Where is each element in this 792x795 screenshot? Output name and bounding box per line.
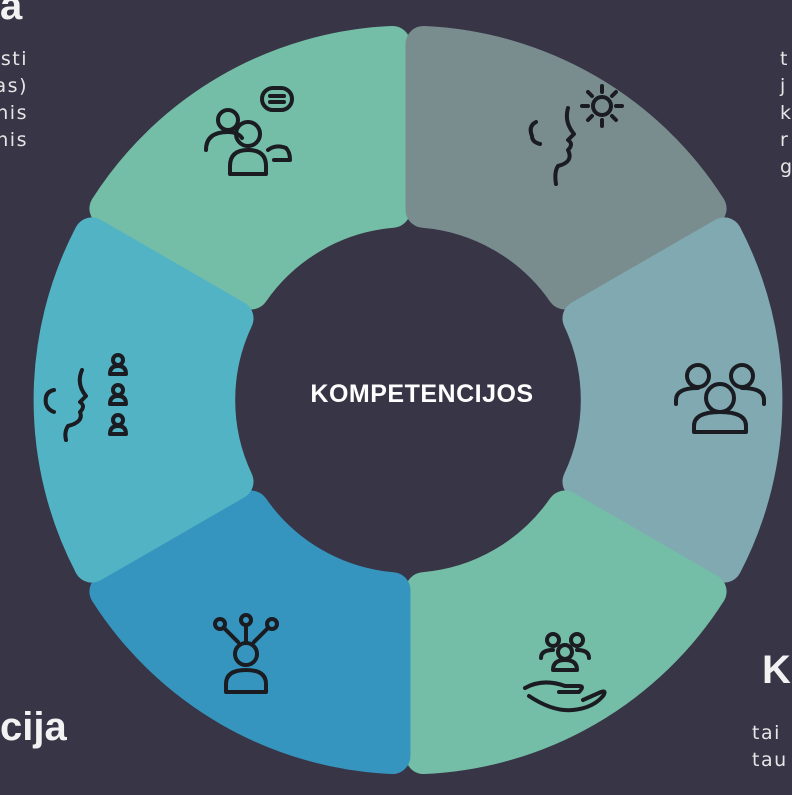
bottom-left-heading: cija: [0, 705, 67, 749]
head-people-icon: [43, 353, 128, 442]
top-left-heading: a: [0, 0, 23, 28]
top-right-line-2: j: [780, 75, 787, 97]
top-right-line-3: k: [780, 102, 792, 124]
top-left-line-2: as): [0, 75, 28, 97]
top-right-line-1: t: [780, 48, 789, 70]
top-left-line-3: nis: [0, 102, 28, 124]
top-right-line-4: r: [780, 129, 790, 151]
ring-segment-6: [33, 217, 254, 583]
top-left-line-4: nis: [0, 129, 28, 151]
bottom-right-line-1: tai: [752, 722, 781, 744]
bottom-right-line-2: tau: [752, 749, 788, 771]
ring-segment-1: [89, 25, 411, 310]
hand-people-icon: [523, 632, 607, 713]
bottom-right-heading: K: [762, 648, 791, 692]
top-left-line-1: sti: [0, 48, 28, 70]
center-title: KOMPETENCIJOS: [310, 380, 534, 408]
ring-segment-3: [562, 217, 783, 583]
ring-segment-5: [89, 490, 411, 775]
person-network-icon: [213, 613, 279, 694]
team-people-icon: [674, 363, 766, 434]
ring-segment-4: [405, 490, 727, 775]
head-gear-icon: [528, 84, 624, 186]
ring-segment-2: [405, 25, 727, 310]
communication-people-icon: [204, 86, 294, 176]
top-right-line-5: g: [780, 156, 792, 178]
